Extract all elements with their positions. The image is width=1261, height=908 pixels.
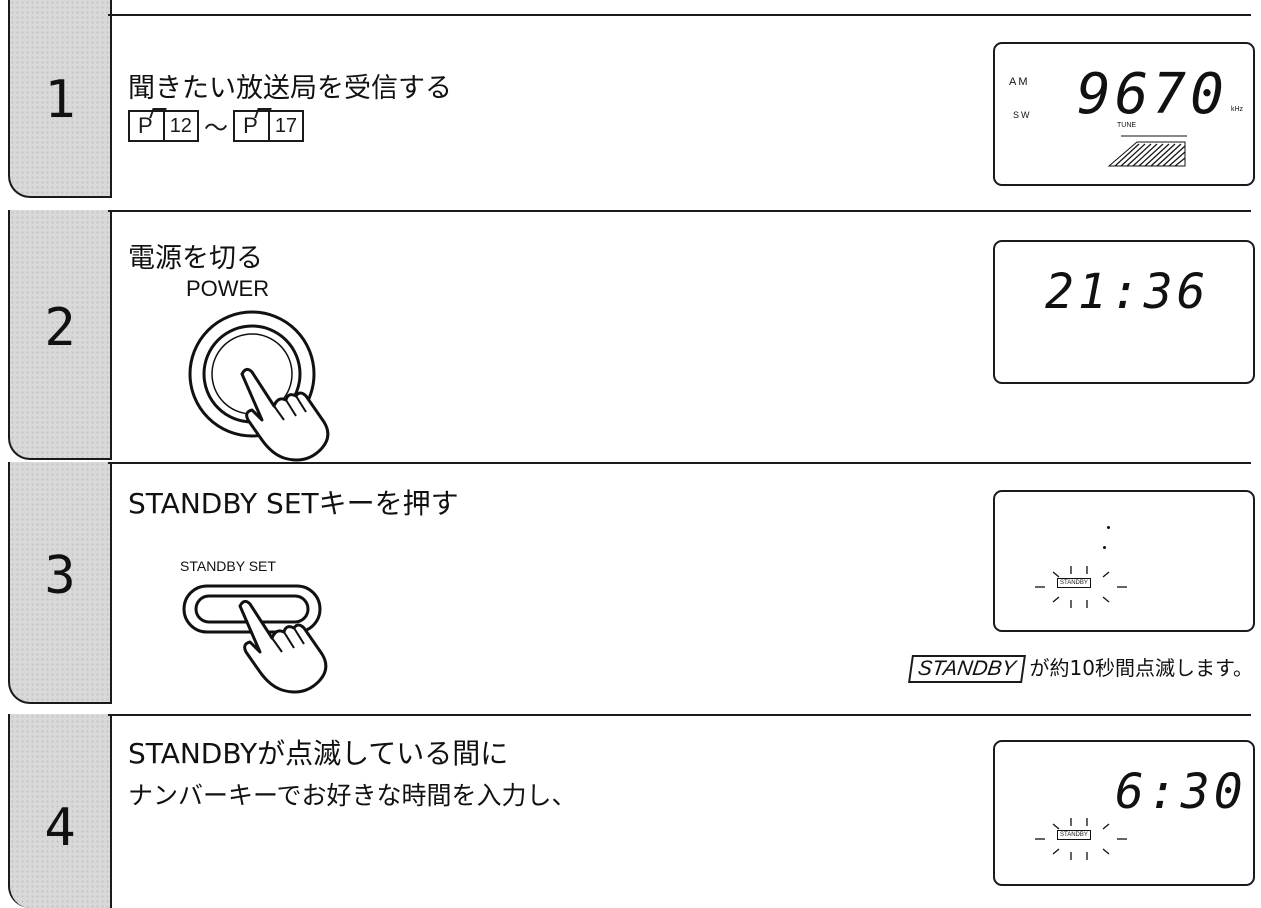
page-ref-start: 12 (164, 109, 199, 142)
lcd-display: STANDBY (993, 490, 1255, 632)
section-rule (108, 714, 1251, 716)
frequency-unit: kHz (1231, 106, 1244, 113)
step-title: 電源を切る (128, 243, 263, 274)
step-tab: 3 (8, 462, 112, 704)
band-am-label: AM (1009, 76, 1030, 88)
step-number: 4 (44, 798, 76, 858)
step-number: 1 (44, 70, 76, 130)
section-rule (108, 462, 1251, 464)
clock-readout: 6:30 (1115, 764, 1247, 820)
blink-rays-icon (1035, 818, 1127, 860)
page-ref-end: 17 (269, 109, 305, 142)
band-sw-label: SW (1013, 110, 1032, 120)
lcd-display: AM SW 9670 kHz TUNE (993, 42, 1255, 186)
page-ref-p-icon: P (128, 109, 165, 142)
lcd-display: 6:30 STANDBY (993, 740, 1255, 886)
dot (1103, 546, 1106, 549)
standby-set-button[interactable] (178, 580, 358, 710)
standby-indicator: STANDBY (1057, 578, 1091, 588)
step-number: 3 (44, 546, 76, 606)
standby-tag: STANDBY (907, 655, 1026, 683)
standby-set-button-label: STANDBY SET (180, 558, 276, 574)
step-tab: 4 (8, 714, 112, 908)
clock-readout: 21:36 (1045, 264, 1210, 320)
step-title: STANDBY SETキーを押す (128, 487, 459, 520)
top-rule (108, 14, 1251, 16)
step-tab: 2 (8, 210, 112, 460)
blink-rays-icon (1035, 566, 1127, 608)
step-number: 2 (44, 298, 76, 358)
lcd-display: 21:36 (993, 240, 1255, 384)
section-rule (108, 210, 1251, 212)
page-ref-p-icon: P (233, 109, 270, 142)
frequency-readout: 9670 (1077, 62, 1228, 127)
power-button[interactable] (180, 300, 340, 470)
standby-note-text: が約10秒間点滅します。 (1029, 656, 1253, 680)
page-ref-separator: 〜 (204, 114, 229, 142)
tune-label: TUNE (1117, 122, 1137, 129)
dot (1107, 526, 1110, 529)
step-title: 聞きたい放送局を受信する (128, 73, 452, 104)
standby-indicator: STANDBY (1057, 830, 1091, 840)
step-title-line-1: STANDBYが点滅している間に (128, 737, 509, 770)
tuning-meter-icon (1107, 135, 1187, 167)
power-button-label: POWER (186, 276, 270, 301)
step-tab: 1 (8, 0, 112, 198)
step-title-line-2: ナンバーキーでお好きな時間を入力し、 (128, 781, 577, 810)
